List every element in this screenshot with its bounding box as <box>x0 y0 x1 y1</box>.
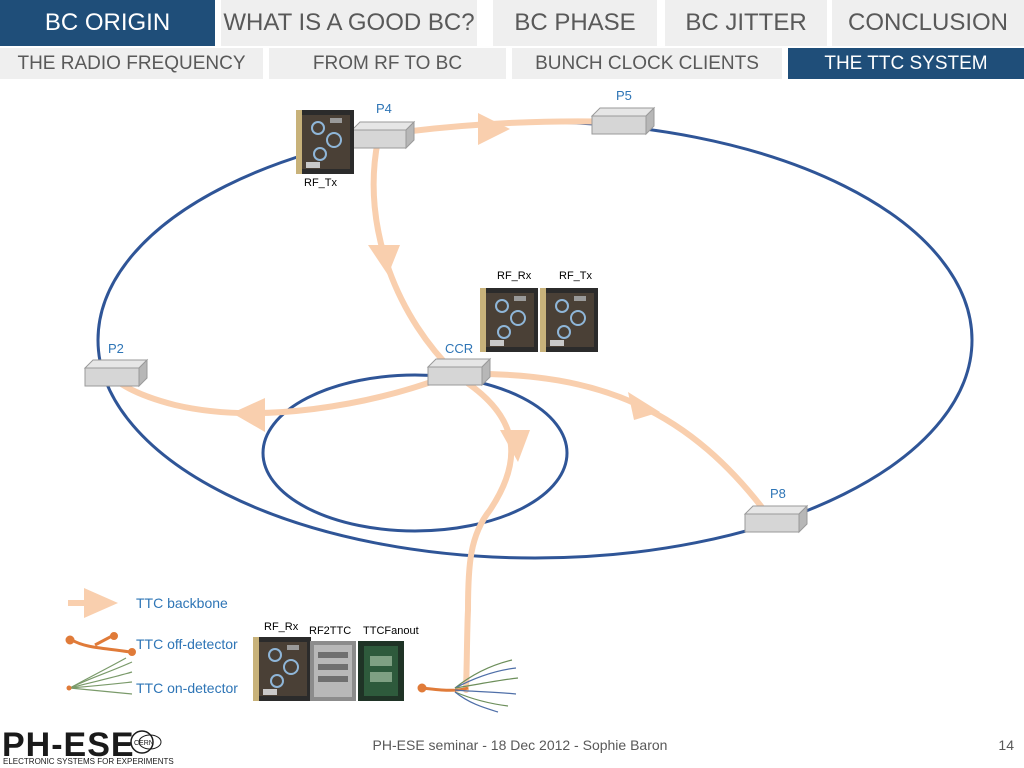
tab-what-is-a-good-bc[interactable]: WHAT IS A GOOD BC? <box>221 0 480 46</box>
card-label-legend-ttcfanout: TTCFanout <box>363 625 419 637</box>
tab-bc-jitter[interactable]: BC JITTER <box>665 0 830 46</box>
legend: TTC backbone TTC off-detector TTC on-det… <box>65 588 519 713</box>
arrow-p4-p5 <box>478 113 510 145</box>
ph-ese-logo: PH-ESE <box>2 726 135 764</box>
label-p8: P8 <box>770 486 786 501</box>
card-label-ccr-rf-rx: RF_Rx <box>497 270 532 282</box>
backbone-ccr-p2 <box>107 372 448 417</box>
card-legend-ttcfanout <box>358 641 404 701</box>
arrow-ccr-p2 <box>232 398 265 432</box>
tab-bc-phase[interactable]: BC PHASE <box>493 0 660 46</box>
card-legend-rf2ttc <box>310 641 356 701</box>
tab-radio-frequency[interactable]: THE RADIO FREQUENCY <box>0 48 266 79</box>
card-legend-rf-rx <box>252 636 312 702</box>
backbone-ccr-down <box>457 375 515 693</box>
footer-caption: PH-ESE seminar - 18 Dec 2012 - Sophie Ba… <box>372 737 668 753</box>
fanout-on-detector <box>454 659 519 713</box>
ttc-backbone-arrows <box>232 113 660 462</box>
card-label-legend-rf2ttc: RF2TTC <box>309 625 351 637</box>
card-ccr-rf-tx <box>539 287 599 353</box>
fanout-off-detector <box>417 683 469 693</box>
legend-backbone-label: TTC backbone <box>136 595 228 611</box>
label-p4: P4 <box>376 101 392 116</box>
sub-nav: THE RADIO FREQUENCY FROM RF TO BC BUNCH … <box>0 48 1024 80</box>
legend-on-detector-swatch <box>66 657 133 695</box>
box-p5 <box>591 107 655 135</box>
card-label-ccr-rf-tx: RF_Tx <box>559 270 593 282</box>
footer: PH-ESE CERN ELECTRONIC SYSTEMS FOR EXPER… <box>0 728 1024 768</box>
legend-backbone-arrow <box>84 588 118 618</box>
ph-ese-logo-subtitle: ELECTRONIC SYSTEMS FOR EXPERIMENTS <box>3 757 174 766</box>
arrow-ccr-p8 <box>628 392 660 420</box>
ttc-system-diagram: P4 P5 P2 CCR P8 RF_Tx RF_Rx RF_Tx TTC ba… <box>65 88 974 713</box>
legend-off-detector-label: TTC off-detector <box>136 636 238 652</box>
card-label-p4-rf-tx: RF_Tx <box>304 177 338 189</box>
legend-off-detector-swatch <box>65 632 136 656</box>
sps-ring <box>261 373 569 533</box>
tab-bc-origin[interactable]: BC ORIGIN <box>0 0 218 46</box>
tab-conclusion[interactable]: CONCLUSION <box>832 0 1024 46</box>
label-p5: P5 <box>616 88 632 103</box>
cern-logo-text: CERN <box>134 740 154 747</box>
card-ccr-rf-rx <box>479 287 539 353</box>
main-nav: BC ORIGIN WHAT IS A GOOD BC? BC PHASE BC… <box>0 0 1024 46</box>
label-p2: P2 <box>108 341 124 356</box>
tab-from-rf-to-bc[interactable]: FROM RF TO BC <box>269 48 509 79</box>
card-label-legend-rf-rx: RF_Rx <box>264 621 299 633</box>
box-p4 <box>351 121 415 149</box>
box-p8 <box>744 505 808 533</box>
tab-bunch-clock-clients[interactable]: BUNCH CLOCK CLIENTS <box>512 48 785 79</box>
tab-ttc-system[interactable]: THE TTC SYSTEM <box>788 48 1024 79</box>
card-p4-rf-tx <box>295 109 355 175</box>
legend-on-detector-label: TTC on-detector <box>136 680 238 696</box>
box-p2 <box>84 359 148 387</box>
arrow-ccr-down <box>500 430 530 462</box>
page-number: 14 <box>998 737 1014 753</box>
cern-logo-icon: CERN <box>130 730 162 754</box>
box-ccr <box>427 358 491 386</box>
label-ccr: CCR <box>445 341 473 356</box>
arrow-p4-ccr <box>368 245 400 275</box>
